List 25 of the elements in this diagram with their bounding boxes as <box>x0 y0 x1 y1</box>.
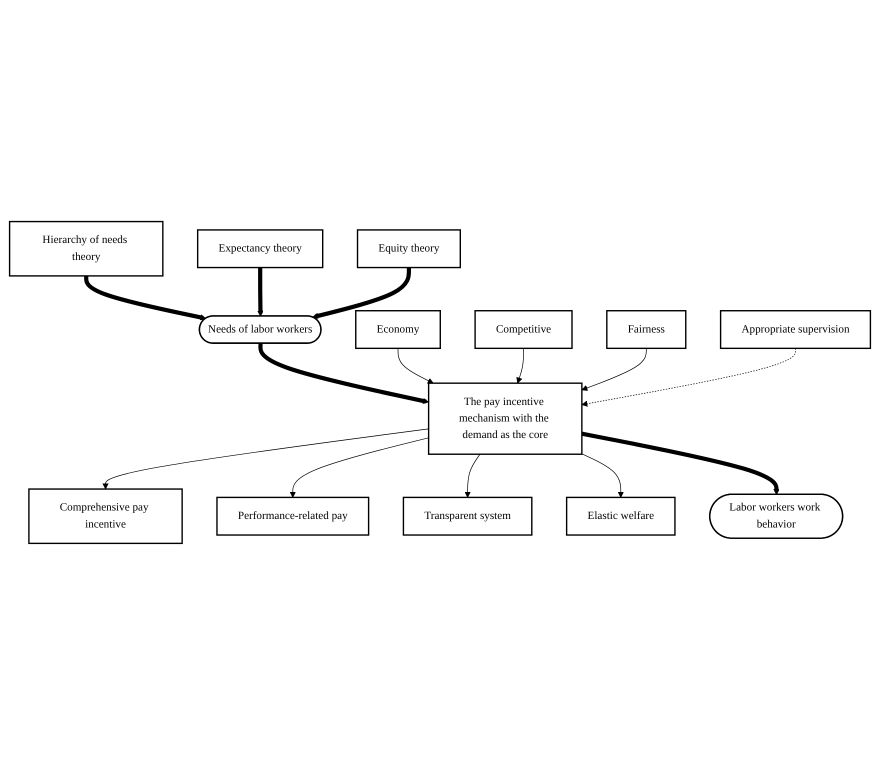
arrow <box>581 432 780 495</box>
arrow <box>464 454 480 498</box>
arrow <box>516 348 524 384</box>
arrow <box>582 348 796 407</box>
node-box: Equity theory <box>356 229 461 268</box>
node-box: Competitive <box>474 310 573 350</box>
arrow <box>102 428 429 490</box>
node-box: Comprehensive pay incentive <box>28 488 183 544</box>
arrow <box>398 348 434 384</box>
node-box: Hierarchy of needs theory <box>8 220 164 277</box>
arrow <box>582 348 647 391</box>
arrow <box>290 437 429 498</box>
arrow <box>84 276 206 320</box>
node-box: Performance-related pay <box>216 496 370 536</box>
node-box: Elastic welfare <box>566 496 676 536</box>
arrow <box>258 343 429 404</box>
node-box: Appropriate supervision <box>720 310 872 350</box>
arrow <box>312 268 411 319</box>
node-box: Expectancy theory <box>196 229 324 268</box>
node-box: Transparent system <box>402 496 532 536</box>
arrow <box>257 268 264 317</box>
arrow <box>582 453 624 498</box>
node-box: Economy <box>355 310 441 350</box>
node-box: The pay incentive mechanism with the demand as the core <box>428 382 583 455</box>
node-box: Fairness <box>606 310 686 350</box>
